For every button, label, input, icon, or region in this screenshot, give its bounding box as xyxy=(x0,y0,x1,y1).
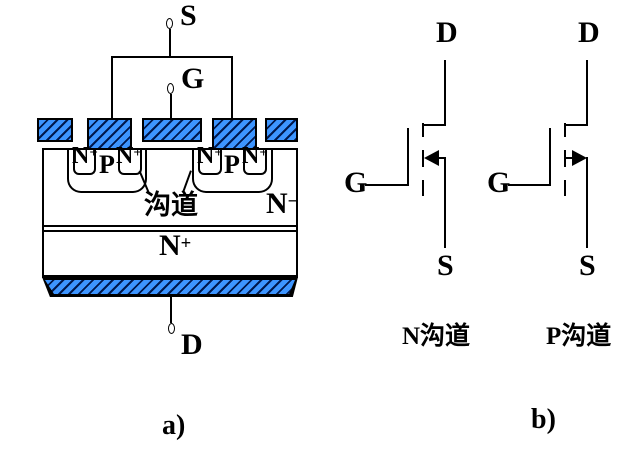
n-plus-well-3 xyxy=(198,150,222,175)
p-label-left: P xyxy=(99,150,115,179)
n-channel-seg-bottom xyxy=(422,180,424,196)
p-source-label: S xyxy=(579,249,596,282)
n-plus-label-4: N+ xyxy=(242,143,268,169)
n-source-line xyxy=(444,157,446,248)
metal-electrode-5 xyxy=(265,118,298,142)
n-drain-line xyxy=(444,60,446,126)
drain-metal-trapezoid xyxy=(42,277,298,297)
p-channel-caption: P沟道 xyxy=(546,323,612,350)
caption-b: b) xyxy=(531,404,556,435)
n-body-arrow-icon xyxy=(424,150,439,166)
p-drain-label: D xyxy=(578,16,600,49)
drain-terminal-circle xyxy=(168,323,175,334)
n-plus-substrate-label: N+ xyxy=(159,229,192,262)
n-channel-caption: N沟道 xyxy=(402,323,471,350)
n-channel-seg-mid xyxy=(422,150,424,167)
p-channel-seg-top xyxy=(564,123,566,137)
metal-electrode-1 xyxy=(37,118,73,142)
p-gate-lead xyxy=(508,184,551,186)
epi-boundary-line-lower xyxy=(44,230,296,232)
n-source-label: S xyxy=(437,249,454,282)
n-minus-label: N− xyxy=(266,187,299,220)
drain-metal-hatch xyxy=(45,280,295,294)
n-gate-label: G xyxy=(344,166,368,199)
n-plus-label-2: N+ xyxy=(116,143,142,169)
n-gate-lead xyxy=(365,184,408,186)
n-plus-label-1: N+ xyxy=(72,143,98,169)
n-drain-label: D xyxy=(436,16,458,49)
gate-terminal-label: G xyxy=(181,62,205,95)
p-source-line xyxy=(586,157,588,248)
source-bus-line xyxy=(111,56,233,58)
gate-terminal-circle xyxy=(167,83,174,94)
source-terminal-circle xyxy=(166,18,173,29)
gate-lead-line xyxy=(170,94,172,119)
p-gate-bar xyxy=(549,128,551,186)
n-gate-bar xyxy=(407,128,409,186)
p-gate-label: G xyxy=(487,166,511,199)
n-plus-well-1 xyxy=(73,150,96,175)
drain-terminal-label: D xyxy=(181,328,203,361)
source-bus-right-drop xyxy=(231,56,233,119)
n-plus-label-3: N+ xyxy=(197,143,223,169)
drain-lead-line xyxy=(170,297,172,323)
p-body-connect-line xyxy=(565,157,574,159)
p-drain-line xyxy=(586,60,588,126)
p-channel-seg-bottom xyxy=(564,180,566,196)
gate-electrode xyxy=(142,118,202,142)
caption-a: a) xyxy=(162,410,186,441)
source-terminal-label: S xyxy=(180,0,197,32)
n-plus-well-4 xyxy=(243,150,267,175)
source-metal-right xyxy=(212,118,257,150)
p-drain-connect-line xyxy=(565,124,588,126)
epi-boundary-line-upper xyxy=(44,225,296,227)
n-channel-seg-top xyxy=(422,123,424,137)
n-body-connect-line xyxy=(437,157,446,159)
n-plus-well-2 xyxy=(118,150,142,175)
p-body-arrow-icon xyxy=(572,150,587,166)
n-drain-connect-line xyxy=(423,124,446,126)
p-label-right: P xyxy=(224,150,240,179)
source-lead-line xyxy=(169,29,171,57)
source-bus-left-drop xyxy=(111,56,113,119)
channel-label: 沟道 xyxy=(144,190,198,220)
